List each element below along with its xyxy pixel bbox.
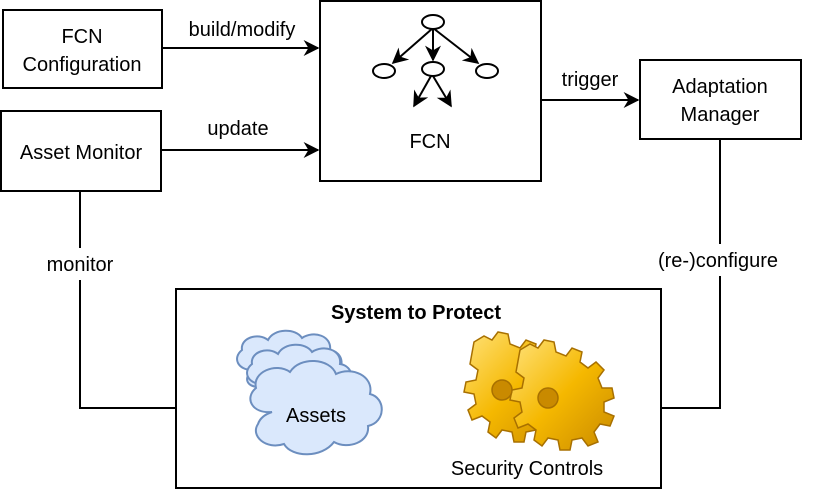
edge-label-trigger: trigger <box>562 69 619 91</box>
adaptation-manager-node: Adaptation Manager <box>639 59 802 140</box>
reconfigure-label-background <box>644 244 794 276</box>
edge-label-update: update <box>207 118 268 140</box>
asset-monitor-node: Asset Monitor <box>0 110 162 192</box>
tree-graph-icon <box>372 14 499 108</box>
system-to-protect-container: System to Protect Assets Security Contro… <box>175 288 662 489</box>
edge-label-monitor: monitor <box>47 254 114 276</box>
fcn-configuration-node: FCN Configuration <box>2 9 163 89</box>
edge-label-reconfigure: (re-)configure <box>658 250 778 272</box>
assets-label: Assets <box>286 405 346 427</box>
fcn-configuration-label-line2: Configuration <box>23 54 142 76</box>
monitor-label-background <box>30 248 130 280</box>
cloud-icon <box>236 329 383 456</box>
adaptation-manager-label-line1: Adaptation <box>672 76 768 98</box>
edge-label-build-modify: build/modify <box>189 19 296 41</box>
fcn-label: FCN <box>409 131 450 153</box>
fcn-node: FCN <box>319 0 542 182</box>
fcn-configuration-label-line1: FCN <box>61 26 102 48</box>
gears-icon <box>463 331 615 451</box>
adaptation-manager-label-line2: Manager <box>681 104 760 126</box>
asset-monitor-label: Asset Monitor <box>20 142 143 164</box>
security-controls-label: Security Controls <box>451 458 603 480</box>
system-to-protect-title: System to Protect <box>331 302 501 324</box>
